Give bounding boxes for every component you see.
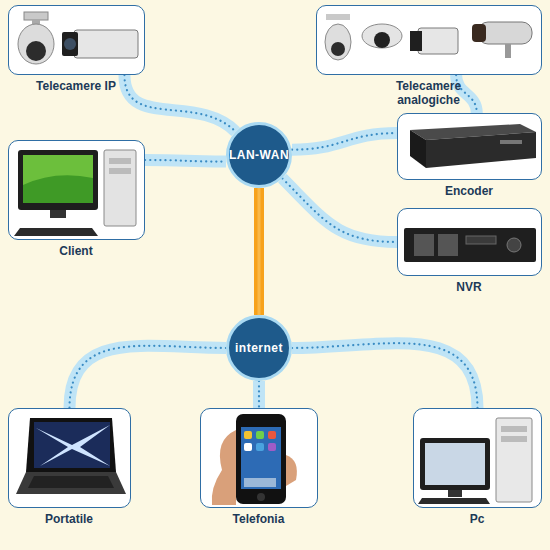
link-dots — [70, 346, 227, 408]
link-band — [253, 381, 265, 408]
device-caption: Client — [11, 244, 141, 258]
link-band — [145, 160, 226, 162]
camera-box: Telecamere IP — [8, 5, 145, 75]
device-box: Telefonia — [200, 408, 318, 508]
device-caption: Telecamere analogiche — [374, 79, 484, 107]
link-band — [282, 178, 397, 242]
device-caption: Encoder — [404, 184, 534, 198]
network-link — [259, 188, 260, 315]
device-box: NVR — [397, 208, 542, 276]
link-band — [292, 133, 397, 150]
link-dots — [258, 381, 260, 408]
network-link — [292, 343, 478, 408]
network-circle: internet — [226, 315, 292, 381]
link-dots — [258, 188, 261, 315]
link-band — [70, 346, 227, 408]
camera-box: Telecamere analogiche — [316, 5, 542, 75]
link-dots — [145, 160, 226, 162]
link-dots — [124, 75, 235, 132]
network-link — [292, 133, 397, 150]
network-link — [70, 346, 227, 408]
link-band — [254, 188, 264, 315]
device-caption: Telefonia — [199, 512, 319, 526]
network-link — [282, 178, 397, 242]
device-box: Pc — [413, 408, 542, 508]
device-caption: NVR — [404, 280, 534, 294]
network-label: internet — [226, 315, 292, 381]
link-band — [124, 75, 235, 132]
device-caption: Portatile — [9, 512, 129, 526]
network-link — [124, 75, 235, 132]
network-link — [145, 160, 226, 162]
network-circle: LAN-WAN — [226, 122, 292, 188]
link-dots — [292, 343, 478, 408]
device-box: Encoder — [397, 113, 542, 180]
device-box: Portatile — [8, 408, 131, 508]
device-caption: Telecamere IP — [1, 79, 151, 93]
link-band — [292, 343, 478, 408]
network-label: LAN-WAN — [226, 122, 292, 188]
network-link — [259, 381, 260, 408]
device-caption: Pc — [417, 512, 537, 526]
link-dots — [282, 178, 397, 242]
device-box: Client — [8, 140, 145, 240]
link-dots — [292, 133, 397, 150]
